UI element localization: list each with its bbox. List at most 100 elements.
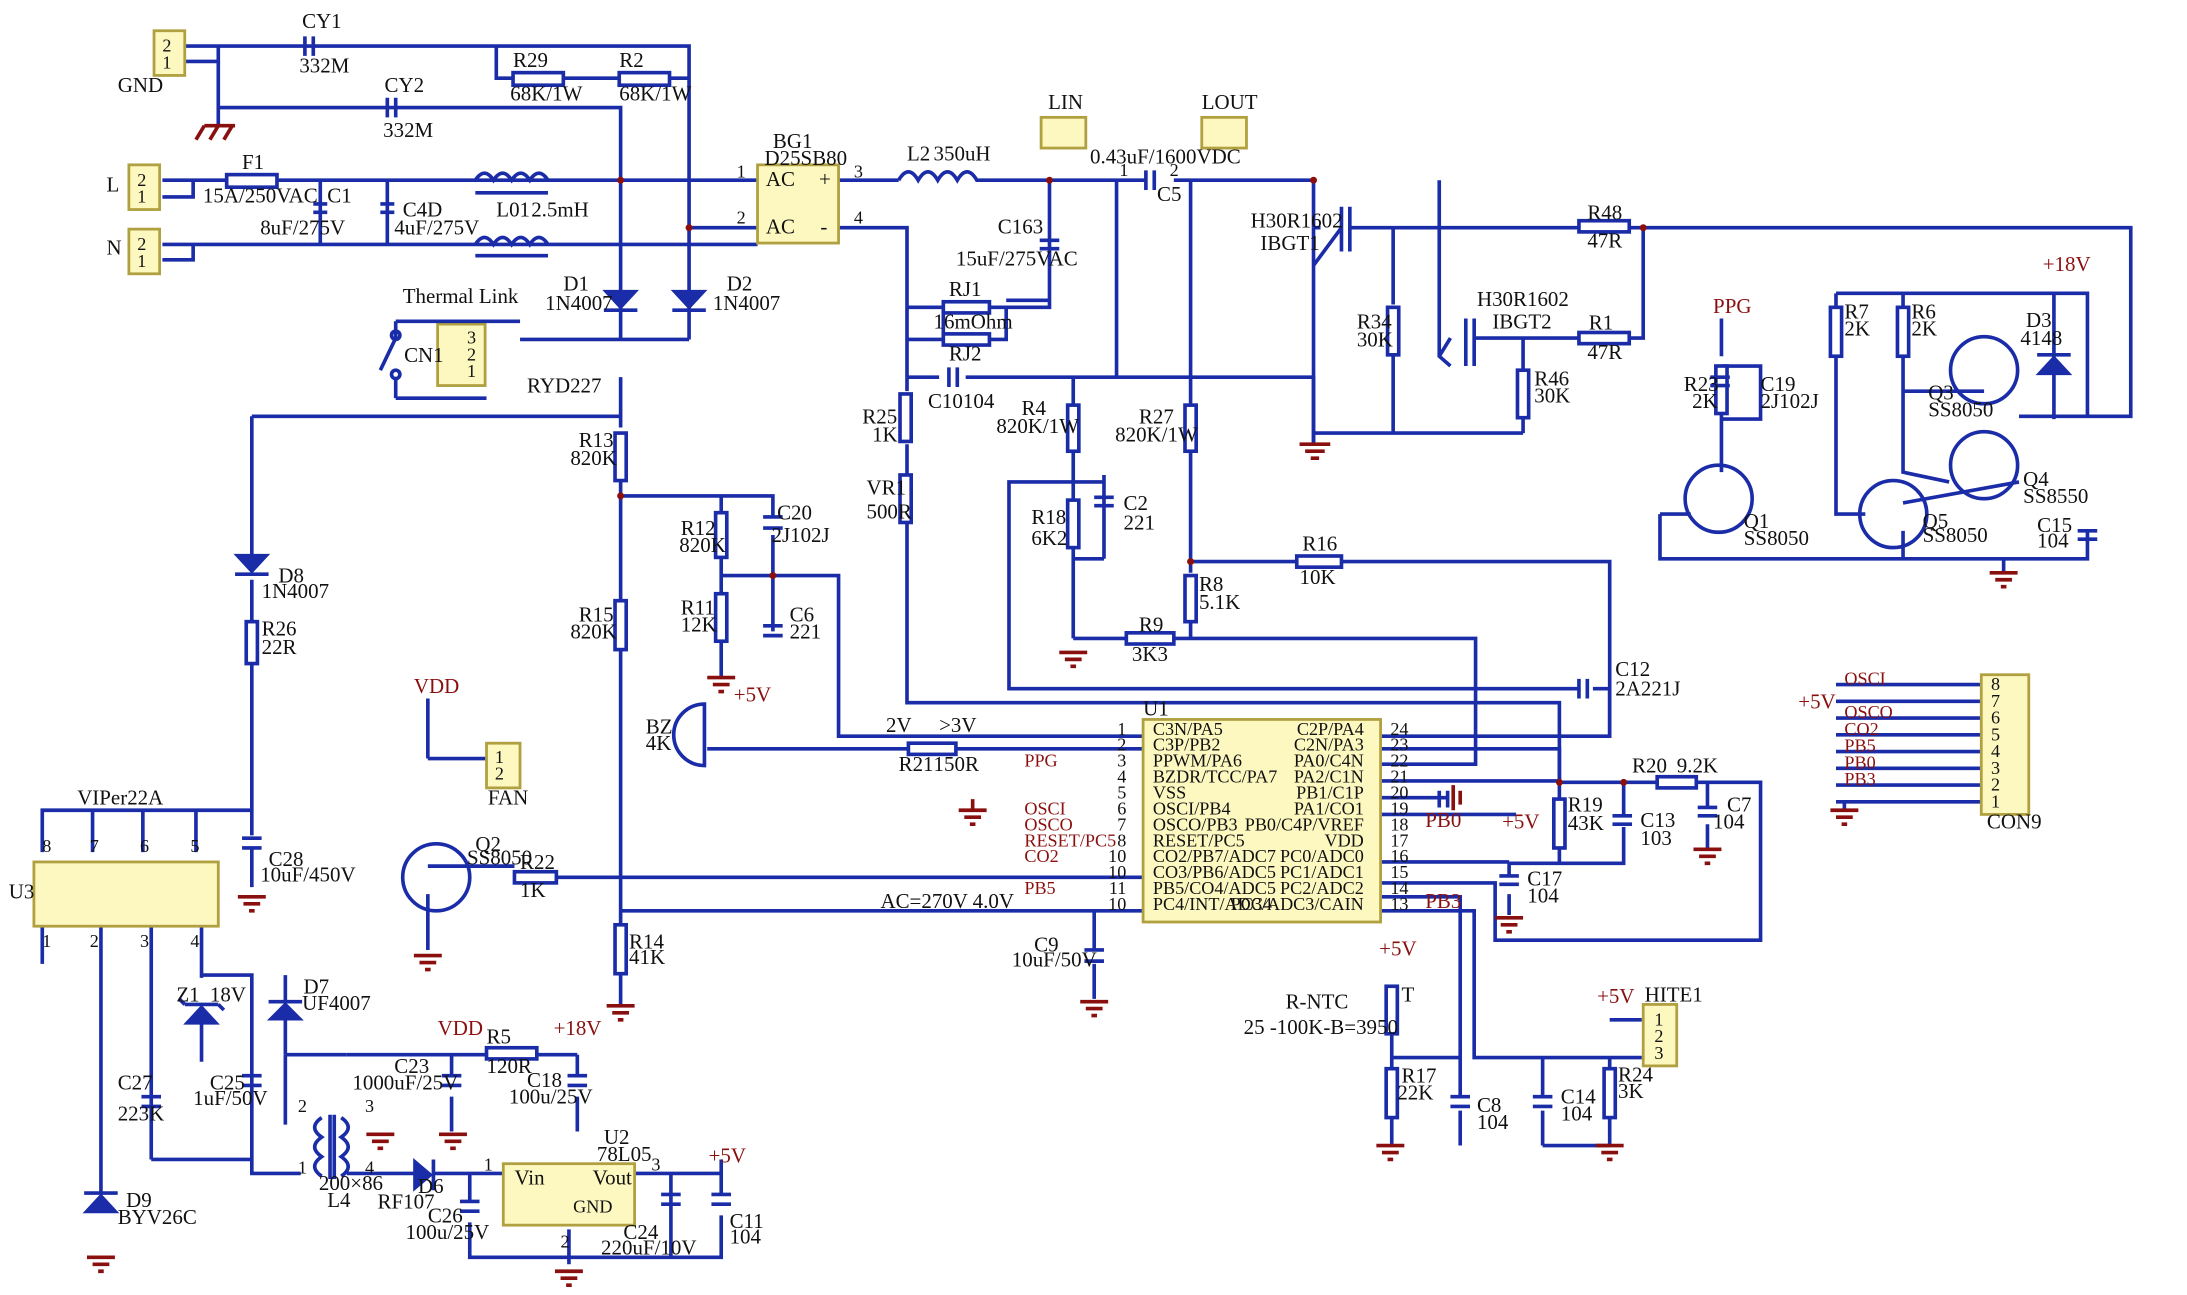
u1-right-pin-name: PA0/C4N: [1294, 751, 1364, 771]
u1-net-label: OSCO: [1024, 814, 1072, 834]
label-d1: D1: [563, 272, 589, 296]
u1-right-pin-name: C2N/PA3: [1294, 735, 1364, 755]
component-labels: CY1 332M CY2 332M R29 68K/1W R2 68K/1W G…: [9, 9, 2091, 1260]
label-l2-value: 350uH: [934, 142, 991, 166]
pin-n-1: 1: [137, 251, 146, 271]
label-rj1: RJ1: [949, 277, 982, 301]
label-r6-value: 2K: [1911, 316, 1937, 340]
con9-pin-num: 4: [1991, 741, 2000, 761]
label-d2-value: 1N4007: [713, 291, 780, 315]
label-c25-value: 1uF/50V: [193, 1086, 267, 1110]
u1-right-pin-name: PA1/CO1: [1294, 798, 1364, 818]
u1-left-pin-num: 10: [1108, 846, 1126, 866]
pin-bg-3: 3: [854, 161, 863, 181]
pin-u3-7: 7: [90, 836, 99, 856]
capacitors: [141, 36, 2098, 1213]
label-3v: >3V: [939, 713, 976, 737]
label-ac2: AC: [766, 214, 795, 238]
label-18v: +18V: [554, 1016, 602, 1040]
label-q3: Q3: [1928, 381, 1954, 405]
label-r17-value: 22K: [1397, 1080, 1433, 1104]
label-bz-value: 4K: [646, 731, 672, 755]
label-r14-value: 41K: [629, 945, 665, 969]
label-r48-value: 47R: [1587, 228, 1622, 252]
u1-left-pin-num: 11: [1109, 878, 1126, 898]
pin-u2-2: 2: [561, 1232, 570, 1252]
label-c23-value: 1000uF/25V: [352, 1071, 458, 1095]
label-c13: C13: [1640, 808, 1675, 832]
label-c7-value: 104: [1713, 809, 1745, 833]
label-r20-value: 9.2K: [1677, 754, 1718, 778]
pin-u3-4: 4: [190, 931, 199, 951]
label-con9: CON9: [1987, 809, 2042, 833]
pin-cn1-3: 3: [467, 328, 476, 348]
label-c4d-value: 4uF/275V: [394, 216, 479, 240]
label-q5: Q5: [1923, 509, 1949, 533]
label-pb0-net: PB0: [1425, 808, 1461, 832]
pin-fan-2: 2: [495, 764, 504, 784]
label-rntc-value: 25 -100K-B=3950: [1244, 1015, 1398, 1039]
label-cn1: CN1: [404, 343, 444, 367]
label-c2: C2: [1124, 491, 1148, 515]
con9-net-label: OSCI: [1844, 669, 1885, 689]
label-c5: C5: [1157, 182, 1181, 206]
label-c12: C12: [1615, 657, 1650, 681]
pin-hite-1: 1: [1654, 1009, 1663, 1029]
u1-left-pin-num: 10: [1108, 862, 1126, 882]
label-c20: C20: [777, 501, 812, 525]
label-bg-minus: -: [820, 214, 827, 238]
label-u2-value: 78L05: [597, 1142, 652, 1166]
label-d9: D9: [126, 1188, 152, 1212]
pin-l-1: 1: [137, 187, 146, 207]
label-r16-value: 10K: [1300, 565, 1336, 589]
label-r21-value: 150R: [934, 752, 979, 776]
label-u2-gnd: GND: [573, 1197, 612, 1217]
label-c18-value: 100u/25V: [509, 1085, 593, 1109]
pin-cn1-1: 1: [467, 361, 476, 381]
label-c8-value: 104: [1477, 1110, 1509, 1134]
pin-n-2: 2: [137, 234, 146, 254]
label-bg1-value: D25SB80: [765, 146, 848, 170]
pin-cn1-2: 2: [467, 344, 476, 364]
inductors: [312, 170, 979, 1180]
pin-bg-1: 1: [737, 161, 746, 181]
label-q3-value: SS8050: [1928, 397, 1993, 421]
con9-pin-num: 1: [1991, 791, 2000, 811]
pin-l4-3: 3: [365, 1096, 374, 1116]
u1-left-pin-name: C3N/PA5: [1153, 719, 1223, 739]
u1-pin-labels: C3N/PA51C3P/PB22PPWM/PA63BZDR/TCC/PA74VS…: [1108, 719, 1408, 914]
label-r1-value: 47R: [1587, 340, 1622, 364]
u1-right-pin-name: VDD: [1324, 830, 1363, 850]
pin-fan-1: 1: [495, 747, 504, 767]
label-r34-value: 30K: [1357, 327, 1393, 351]
pin-gnd-2: 2: [162, 36, 171, 56]
label-r16: R16: [1302, 531, 1337, 555]
label-c7: C7: [1727, 793, 1751, 817]
u1-right-pin-num: 21: [1390, 767, 1408, 787]
label-c11-value: 104: [730, 1224, 762, 1248]
label-d3: D3: [2026, 308, 2052, 332]
con9-pin-num: 7: [1991, 691, 2000, 711]
pin-u3-6: 6: [140, 836, 149, 856]
label-pb3-net: PB3: [1425, 889, 1461, 913]
label-r17: R17: [1402, 1064, 1437, 1088]
label-r25: R25: [862, 404, 897, 428]
label-r29-value: 68K/1W: [510, 82, 582, 106]
label-r9-value: 3K3: [1132, 642, 1168, 666]
label-rj2: RJ2: [949, 341, 982, 365]
label-c11: C11: [730, 1209, 764, 1233]
label-r24: R24: [1618, 1062, 1653, 1086]
label-r18: R18: [1031, 505, 1066, 529]
label-con9-5v: +5V: [1798, 689, 1835, 713]
label-fan: FAN: [488, 786, 528, 810]
pin-u3-2: 2: [90, 931, 99, 951]
label-c6-value: 221: [790, 619, 821, 643]
pin-l4-4: 4: [365, 1157, 374, 1177]
u1-right-pin-num: 20: [1390, 783, 1408, 803]
u1-left-pin-num: 4: [1117, 767, 1126, 787]
label-ac1: AC: [766, 167, 795, 191]
label-cy2: CY2: [385, 73, 425, 97]
label-l-conn: L: [107, 172, 120, 196]
